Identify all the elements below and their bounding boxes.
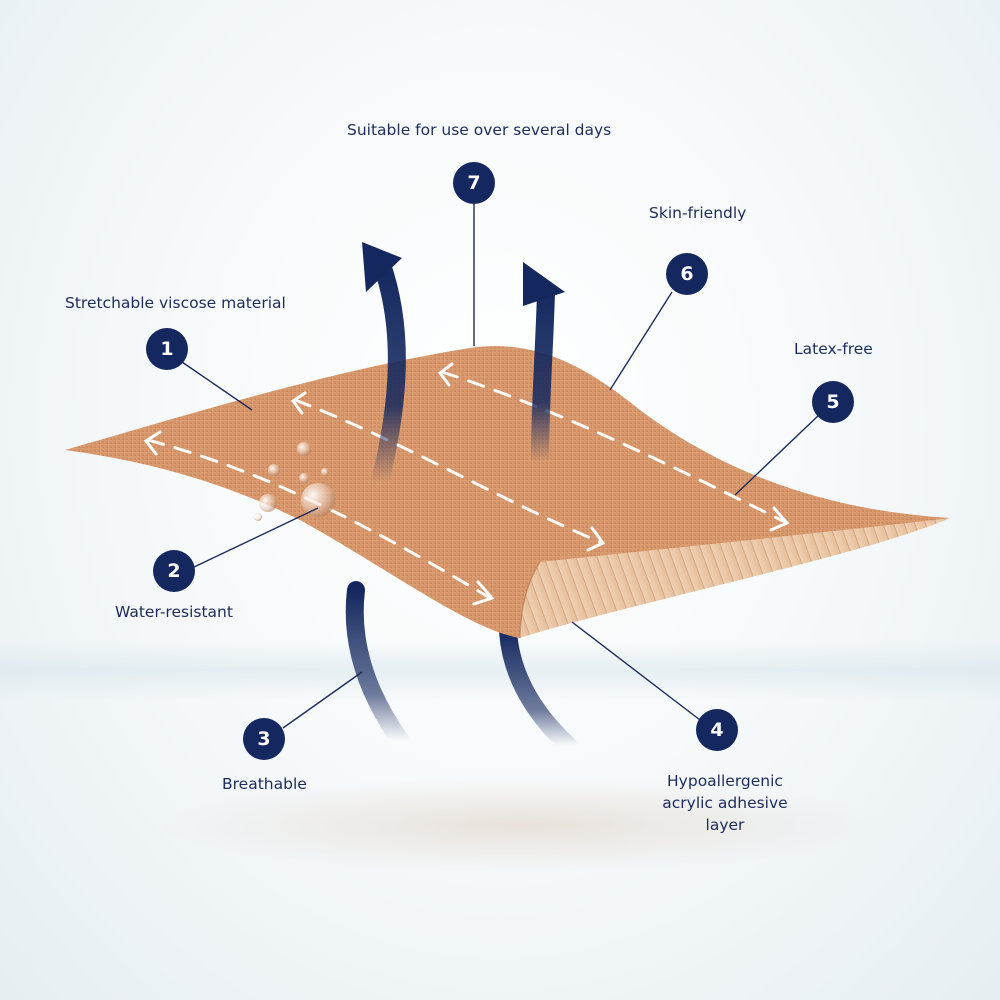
plaster-surface xyxy=(65,346,950,638)
feature-label-6: Skin-friendly xyxy=(649,204,747,222)
adhesive-underside xyxy=(520,518,950,638)
feature-badge-1: 1 xyxy=(146,328,188,370)
feature-label-2: Water-resistant xyxy=(115,603,233,621)
airflow-arrow-icon xyxy=(345,581,409,749)
floor-shadow xyxy=(160,777,880,873)
feature-label-7: Suitable for use over several days xyxy=(347,121,612,139)
water-droplet-icon xyxy=(254,442,335,521)
feature-label-5: Latex-free xyxy=(794,340,873,358)
background-haze xyxy=(0,640,1000,700)
feature-badge-2: 2 xyxy=(153,550,195,592)
feature-badge-3: 3 xyxy=(243,718,285,760)
feature-label-4: Hypoallergenic acrylic adhesive layer xyxy=(662,772,788,834)
feature-badge-7: 7 xyxy=(453,162,495,204)
leader-lines xyxy=(181,202,821,729)
feature-label-3: Breathable xyxy=(222,775,307,793)
feature-badge-6: 6 xyxy=(666,253,708,295)
airflow-arrow-icon xyxy=(499,621,577,754)
feature-badge-5: 5 xyxy=(812,381,854,423)
feature-badge-4: 4 xyxy=(696,709,738,751)
feature-label-1: Stretchable viscose material xyxy=(65,294,286,312)
airflow-arrow-icon xyxy=(362,242,565,491)
